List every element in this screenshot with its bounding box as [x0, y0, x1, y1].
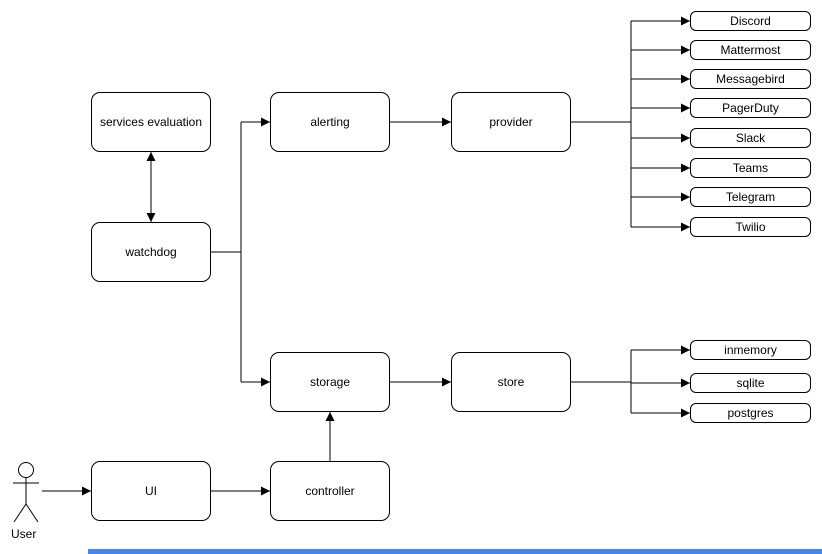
connector-provider-branch — [571, 21, 632, 227]
node-store-sqlite[interactable]: sqlite — [690, 373, 811, 393]
node-services-evaluation[interactable]: services evaluation — [91, 92, 211, 152]
node-provider-mattermost[interactable]: Mattermost — [690, 40, 811, 60]
node-store[interactable]: store — [451, 352, 571, 412]
user-actor-label: User — [11, 527, 37, 541]
connector-watchdog-branch — [211, 122, 242, 382]
node-watchdog[interactable]: watchdog — [91, 222, 211, 282]
node-provider[interactable]: provider — [451, 92, 571, 152]
node-storage[interactable]: storage — [270, 352, 390, 412]
connector-store-branch — [571, 350, 632, 413]
node-controller[interactable]: controller — [270, 461, 390, 521]
node-store-postgres[interactable]: postgres — [690, 403, 811, 423]
bottom-blue-bar — [88, 549, 822, 554]
node-provider-twilio[interactable]: Twilio — [690, 217, 811, 237]
node-provider-discord[interactable]: Discord — [690, 11, 811, 31]
node-alerting[interactable]: alerting — [270, 92, 390, 152]
node-ui[interactable]: UI — [91, 461, 211, 521]
node-provider-messagebird[interactable]: Messagebird — [690, 69, 811, 89]
node-provider-teams[interactable]: Teams — [690, 158, 811, 178]
node-provider-slack[interactable]: Slack — [690, 128, 811, 148]
user-actor-icon — [13, 462, 39, 523]
node-provider-pagerduty[interactable]: PagerDuty — [690, 98, 811, 118]
node-provider-telegram[interactable]: Telegram — [690, 187, 811, 207]
node-store-inmemory[interactable]: inmemory — [690, 340, 811, 360]
